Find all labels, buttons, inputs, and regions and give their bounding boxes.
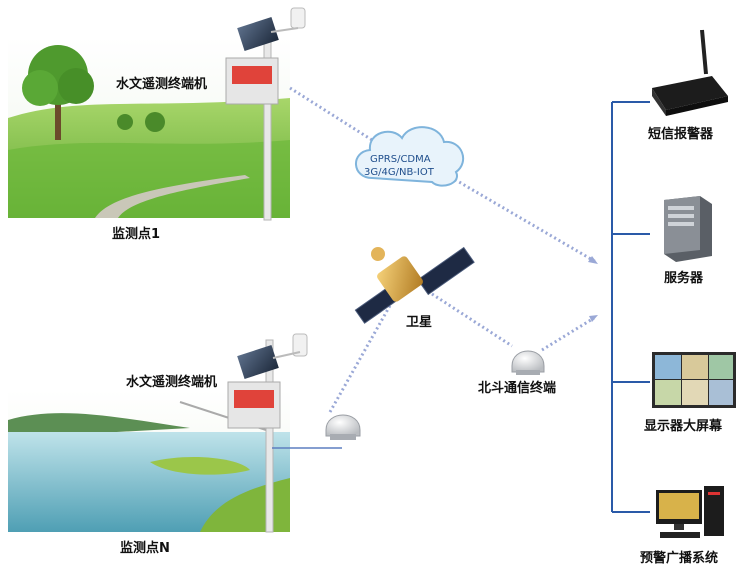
large-display-screen-icon xyxy=(652,352,736,408)
receiver-broadcast-system: 预警广播系统 xyxy=(640,486,724,566)
beidou-antenna-icon xyxy=(511,350,545,375)
gps-antenna-icon xyxy=(325,414,361,440)
dotted-links xyxy=(272,86,597,449)
receiver-label: 短信报警器 xyxy=(648,126,714,142)
receiver-server: 服务器 xyxy=(664,196,712,286)
receiver-label: 显示器大屏幕 xyxy=(644,418,723,434)
link-cloud-bus xyxy=(441,170,597,264)
site-1-label: 监测点1 xyxy=(112,226,160,242)
site-n-scene: 水文遥测终端机 xyxy=(8,374,290,532)
terminal-station-1 xyxy=(225,7,306,221)
receiver-bus xyxy=(611,101,650,513)
sms-alarm-router-icon xyxy=(652,29,728,116)
beidou-label: 北斗通信终端 xyxy=(478,380,556,396)
solar-panel-icon xyxy=(237,17,279,51)
receiver-sms-alarm: 短信报警器 xyxy=(648,29,728,142)
cellular-network-cloud: GPRS/CDMA 3G/4G/NB-IOT xyxy=(355,126,465,187)
satellite-label: 卫星 xyxy=(406,315,432,330)
link-beidou-bus xyxy=(541,316,595,352)
receiver-large-display: 显示器大屏幕 xyxy=(644,352,736,434)
arrow-head-icon xyxy=(589,315,598,322)
receiver-label: 预警广播系统 xyxy=(640,550,718,566)
satellite-icon xyxy=(354,246,475,324)
rain-gauge-icon xyxy=(290,7,306,29)
solar-panel-icon xyxy=(237,345,279,379)
tree-icon xyxy=(22,45,94,140)
network-line2: 3G/4G/NB-IOT xyxy=(364,167,435,178)
arrow-head-icon xyxy=(588,256,598,264)
receiver-label: 服务器 xyxy=(664,270,704,286)
network-line1: GPRS/CDMA xyxy=(370,154,431,165)
site-n-label: 监测点N xyxy=(120,540,170,556)
terminal-1-label: 水文遥测终端机 xyxy=(116,76,207,92)
link-satellite-beidou xyxy=(431,292,513,348)
rain-gauge-icon xyxy=(292,333,308,357)
server-tower-icon xyxy=(664,196,712,262)
terminal-station-n xyxy=(179,333,308,533)
link-siten-satellite xyxy=(328,301,394,413)
broadcast-computer-icon xyxy=(656,486,724,538)
terminal-n-label: 水文遥测终端机 xyxy=(126,374,217,390)
link-site1-cloud xyxy=(289,86,373,142)
